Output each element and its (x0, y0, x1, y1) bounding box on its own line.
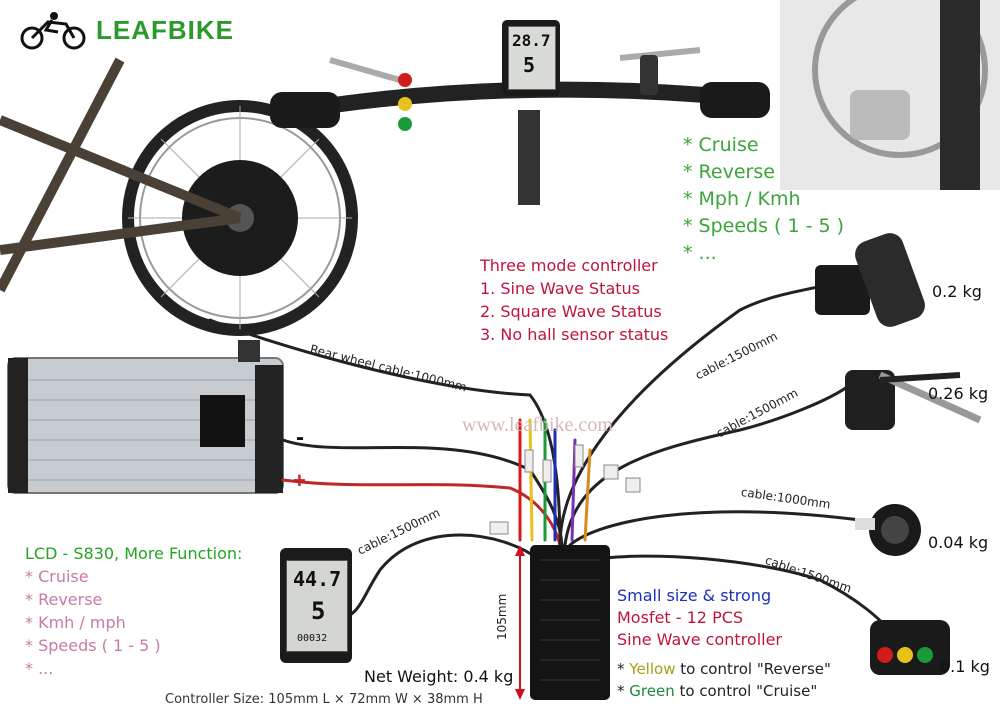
controller-box (515, 545, 610, 700)
lcd-info-item: * Speeds ( 1 - 5 ) (25, 636, 161, 655)
controller-info: Small size & strong Mosfet - 12 PCS Sine… (617, 585, 782, 651)
top-pas-readout: 5 (523, 53, 536, 77)
bottom-pas-readout: 5 (311, 597, 326, 625)
lcd-info: LCD - S830, More Function: * Cruise * Re… (25, 542, 242, 680)
feature-item: * Cruise (683, 134, 759, 156)
mode-item: 2. Square Wave Status (480, 302, 662, 321)
top-lcd-display: 28.7 5 (502, 20, 560, 96)
bottom-odo-readout: 00032 (297, 633, 328, 644)
leafbike-logo: LEAFBIKE (18, 10, 234, 50)
mode-title: Three mode controller (480, 256, 658, 275)
mode-item: 1. Sine Wave Status (480, 279, 641, 298)
front-fork-photo (780, 0, 1000, 190)
top-speed-readout: 28.7 (512, 31, 551, 50)
cyclist-icon (20, 12, 86, 50)
feature-list: * Cruise * Reverse * Mph / Kmh * Speeds … (683, 132, 844, 267)
note-prefix: * (617, 682, 630, 700)
lcd-info-item: * Reverse (25, 590, 103, 609)
battery-plus-label: + (293, 468, 306, 493)
controller-line1: Small size & strong (617, 586, 772, 605)
switch-notes: * Yellow to control "Reverse" * Green to… (617, 658, 831, 702)
feature-item: * Speeds ( 1 - 5 ) (683, 215, 845, 237)
feature-item: * Reverse (683, 161, 775, 183)
brand-name: LEAFBIKE (96, 14, 234, 45)
pas-sensor (855, 504, 921, 556)
note-green: Green (629, 682, 675, 700)
controller-height-label: 105mm (495, 593, 509, 640)
function-switch (870, 620, 950, 675)
feature-item: * ... (683, 242, 717, 264)
note-rest: to control "Cruise" (674, 682, 818, 700)
controller-line3: Sine Wave controller (617, 630, 782, 649)
feature-item: * Mph / Kmh (683, 188, 801, 210)
battery-minus-label: - (296, 424, 304, 451)
bottom-lcd-display: 44.7 5 00032 (280, 548, 352, 663)
weight-brake: 0.26 kg (928, 384, 989, 403)
note-yellow: Yellow (629, 660, 676, 678)
note-prefix: * (617, 660, 630, 678)
lcd-info-item: * Kmh / mph (25, 613, 126, 632)
lcd-info-item: * ... (25, 659, 54, 678)
note-rest: to control "Reverse" (675, 660, 831, 678)
weight-pas: 0.04 kg (928, 533, 989, 552)
battery-pack (7, 340, 284, 494)
mode-controller-info: Three mode controller 1. Sine Wave Statu… (480, 254, 668, 346)
weight-switch: 0.1 kg (940, 657, 990, 676)
throttle-grip (815, 233, 925, 327)
controller-size: Controller Size: 105mm L × 72mm W × 38mm… (165, 692, 483, 707)
net-weight: Net Weight: 0.4 kg (364, 667, 514, 686)
watermark: www.leafbike.com (462, 414, 613, 436)
weight-throttle: 0.2 kg (932, 282, 982, 301)
lcd-info-item: * Cruise (25, 567, 89, 586)
bike-frame (0, 57, 242, 293)
controller-line2: Mosfet - 12 PCS (617, 608, 744, 627)
mode-item: 3. No hall sensor status (480, 325, 669, 344)
bottom-speed-readout: 44.7 (293, 567, 342, 591)
note-reverse: * Yellow to control "Reverse" (617, 658, 831, 680)
brake-lever (845, 370, 982, 430)
note-cruise: * Green to control "Cruise" (617, 680, 831, 702)
lcd-info-title: LCD - S830, More Function: (25, 544, 243, 563)
